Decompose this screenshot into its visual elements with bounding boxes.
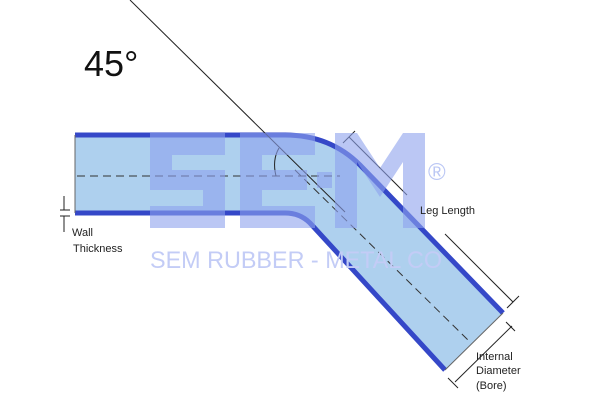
logo-dash: [317, 172, 332, 188]
wall-label: Wall: [72, 227, 93, 239]
sem-watermark-logo: [150, 133, 425, 228]
pipe-end-right: [444, 312, 504, 371]
pipe-body: [75, 135, 503, 370]
logo-letter-m: [335, 133, 425, 228]
leg-length-dim-2: [444, 233, 514, 303]
diameter-tick-2: [447, 377, 459, 389]
diameter-label: Diameter: [476, 365, 521, 377]
thickness-label: Thickness: [73, 243, 123, 255]
diameter-dim-line: [454, 325, 513, 383]
centerline-diagonal: [294, 169, 471, 343]
leg-length-tick-2: [506, 295, 520, 309]
leg-length-label: Leg Length: [420, 205, 475, 217]
watermark-company: SEM RUBBER - METAL CO: [150, 247, 442, 274]
internal-label: Internal: [476, 351, 513, 363]
angle-reference-line: [129, 0, 346, 213]
logo-letter-e: [240, 133, 315, 228]
bore-label: (Bore): [476, 380, 507, 392]
registered-mark: ®: [428, 159, 446, 186]
logo-letter-s: [150, 133, 225, 228]
diameter-tick-1: [505, 321, 516, 332]
angle-label: 45°: [84, 43, 138, 84]
